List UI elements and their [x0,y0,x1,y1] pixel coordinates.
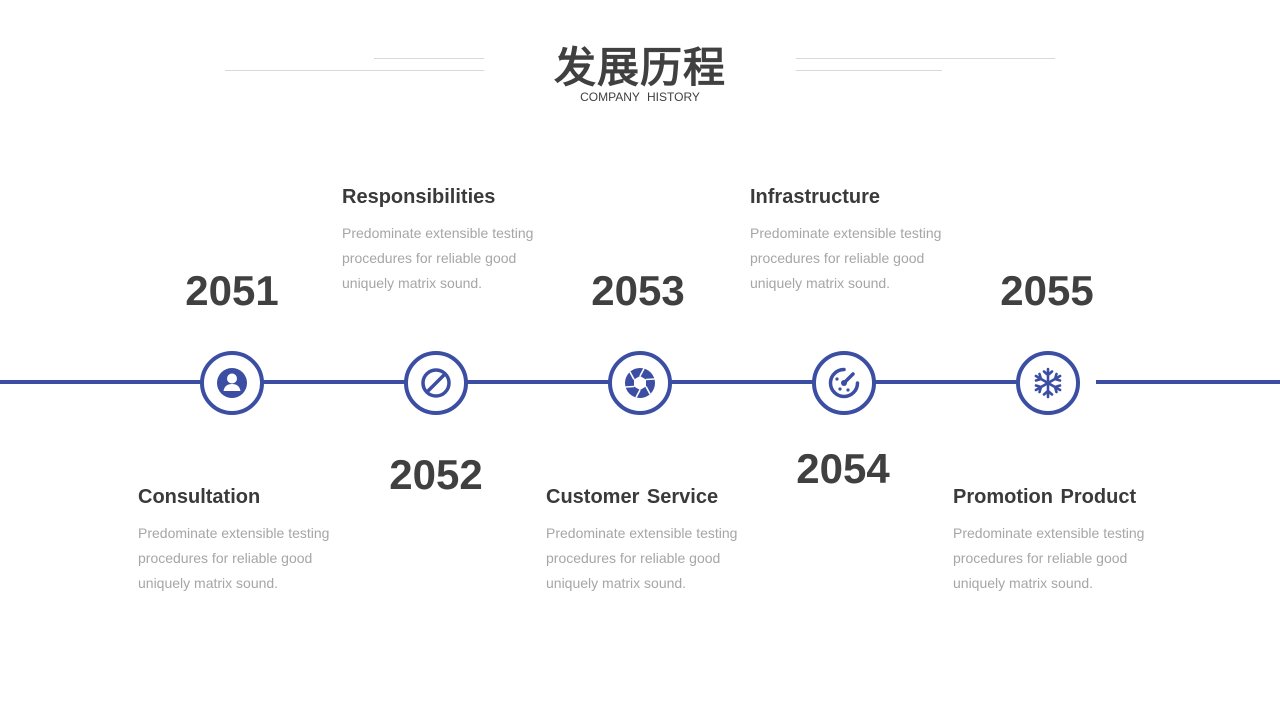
page-subtitle: COMPANY HISTORY [580,90,700,104]
entry-description: Predominate extensible testing procedure… [750,225,942,291]
header-divider-right-long [796,58,1055,59]
timeline-node-2052 [404,351,468,415]
year-label-2054: 2054 [796,445,890,492]
page-title: 发展历程 [553,43,726,92]
header-divider-right-short [796,70,942,71]
entry-description: Predominate extensible testing procedure… [138,525,330,591]
year-label-2053: 2053 [591,267,685,314]
dashboard-gauge-icon [828,367,860,399]
header-divider-left-long [225,70,484,71]
timeline-entry-infrastructure: Infrastructure Predominate extensible te… [750,186,960,296]
user-icon [217,368,247,398]
timeline-entry-promotion-product: Promotion Product Predominate extensible… [953,486,1163,596]
year-label-2055: 2055 [1000,267,1094,314]
timeline-entry-customer-service: Customer Service Predominate extensible … [546,486,756,596]
entry-title: Promotion Product [953,486,1137,508]
entry-description: Predominate extensible testing procedure… [953,525,1145,591]
entry-description: Predominate extensible testing procedure… [546,525,738,591]
entry-title: Consultation [138,486,261,508]
entry-title: Infrastructure [750,186,881,208]
timeline-line-right [1096,380,1280,384]
header-divider-left-short [374,58,484,59]
timeline-node-2053 [608,351,672,415]
timeline-node-2051 [200,351,264,415]
entry-title: Customer Service [546,486,719,508]
timeline-node-2055 [1016,351,1080,415]
timeline-node-2054 [812,351,876,415]
year-label-2052: 2052 [389,451,483,498]
entry-description: Predominate extensible testing procedure… [342,225,534,291]
snowflake-icon [1034,367,1062,399]
timeline-entry-responsibilities: Responsibilities Predominate extensible … [342,186,552,296]
prohibited-icon [421,368,451,398]
entry-title: Responsibilities [342,186,496,208]
timeline-entry-consultation: Consultation Predominate extensible test… [138,486,348,596]
timeline-line-left [0,380,1076,384]
year-label-2051: 2051 [185,267,279,314]
aperture-icon [625,368,655,398]
